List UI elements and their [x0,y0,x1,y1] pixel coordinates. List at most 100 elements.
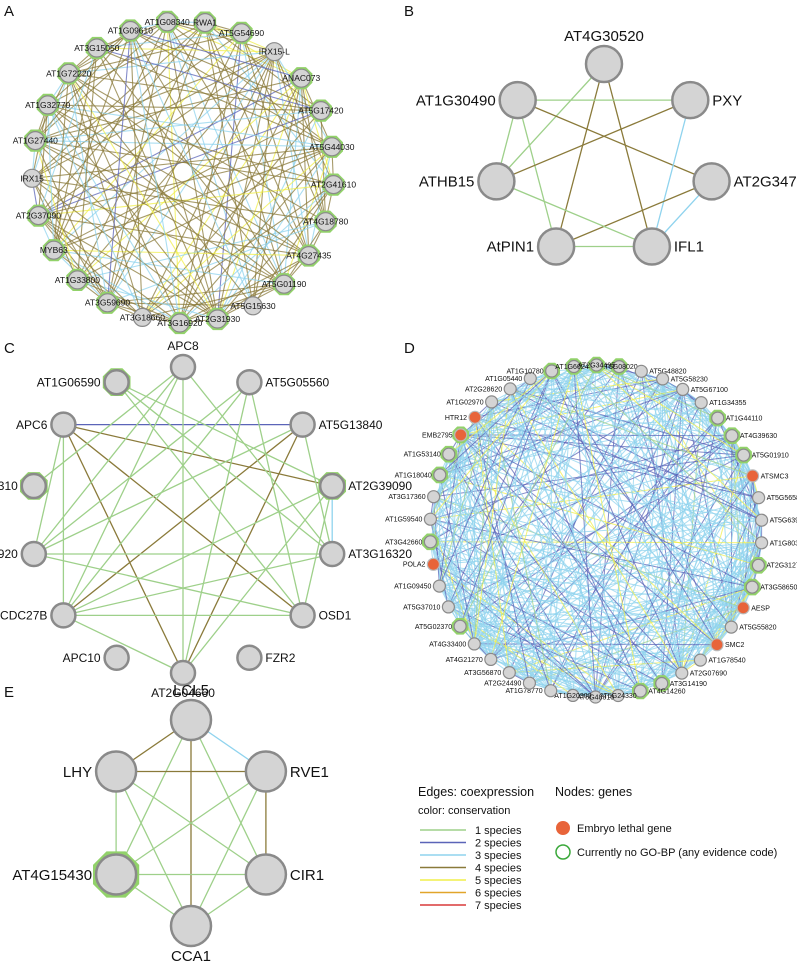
gene-node[interactable]: SMC2 [710,638,745,652]
gene-node[interactable]: AT1G60240 [555,358,593,375]
gene-node[interactable]: AT5G63960 [754,513,797,527]
gene-node[interactable]: AT2G39090 [318,472,412,500]
gene-node[interactable]: AT2G24490 [484,676,537,690]
gene-node[interactable]: AT1G30490 [416,80,537,120]
legend-species-row: 5 species [420,875,522,887]
gene-node[interactable]: ATSMC3 [745,469,789,483]
gene-node[interactable]: AT1G53140 [404,445,458,463]
gene-node[interactable]: APC10 [63,644,130,672]
gene-node[interactable]: AT1G34355 [694,396,747,410]
gene-node[interactable]: FZR2 [236,644,296,672]
gene-node[interactable]: AT4G11920 [0,540,48,568]
gene-node[interactable]: AT2G37090 [16,204,61,227]
gene-node[interactable]: AT3G18660 [120,307,165,327]
gene-node[interactable]: CDC27B [0,602,77,629]
gene-node[interactable]: AT5G02370 [415,618,469,635]
gene-node[interactable]: AT4G15430 [12,851,140,898]
gene-node[interactable]: AT3G15050 [74,36,120,60]
gene-node[interactable]: AT5G48310 [577,690,614,704]
gene-node[interactable]: RVE1 [244,750,329,793]
edge [573,366,619,696]
gene-node[interactable]: AT2G28620 [465,382,517,396]
gene-node[interactable]: EMB2795 [422,426,469,444]
gene-node[interactable]: AT3G16920 [157,311,203,335]
gene-node[interactable]: AT4G33400 [429,637,481,651]
gene-node[interactable]: AT5G24330 [599,688,637,703]
gene-node[interactable]: AT5G37010 [403,600,455,614]
gene-node[interactable]: AT3G59690 [85,291,130,314]
gene-node[interactable]: AT1G78770 [505,684,558,698]
gene-node[interactable]: AT1G06590 [37,368,131,396]
gene-node[interactable]: AT2G04660 [151,659,215,700]
gene-node[interactable]: AT2G31930 [195,307,240,331]
gene-node[interactable]: AT5G56580 [751,491,797,505]
gene-node[interactable]: CCA1 [169,904,213,961]
gene-node[interactable]: AT4G39630 [723,427,778,444]
gene-node[interactable]: AT3G56870 [464,665,516,680]
gene-node[interactable]: AT1G44110 [709,409,763,427]
gene-node[interactable]: AESP [736,601,770,615]
gene-node[interactable]: AT5G01910 [735,446,789,464]
gene-node[interactable]: AT4G21270 [446,652,498,667]
gene-node[interactable]: AT2G31270 [750,557,797,574]
gene-node[interactable]: HTR12 [445,410,482,424]
gene-node[interactable]: AT5G58230 [655,372,708,386]
gene-node[interactable]: AT3G42660 [385,533,439,551]
gene-node[interactable]: CIR1 [244,853,324,896]
gene-node[interactable]: AT1G78540 [693,653,746,667]
gene-node[interactable]: POLA2 [403,557,440,571]
gene-node[interactable]: AT1G27440 [13,129,58,152]
gene-node[interactable]: AT5G54690 [219,21,264,44]
gene-node[interactable]: AT3G16320 [318,540,412,568]
gene-node[interactable]: AT5G05560 [236,368,330,396]
gene-node[interactable]: AT1G33800 [55,268,100,291]
gene-node[interactable]: AT2G34495 [578,356,615,374]
gene-node[interactable]: AT5G01190 [262,273,307,296]
gene-node[interactable]: AT4G27435 [286,244,332,267]
gene-node[interactable]: AT3G14190 [653,675,707,692]
gene-node[interactable]: AT5G44030 [309,135,355,158]
gene-node[interactable]: IFL1 [632,227,704,266]
gene-node[interactable]: AT5G17420 [298,99,344,122]
gene-node[interactable]: AT3G58650 [743,578,797,596]
gene-node[interactable]: ATHB15 [419,162,516,201]
gene-node[interactable]: AT3G17360 [388,490,441,504]
gene-node[interactable]: AT1G02970 [446,395,499,409]
gene-node[interactable]: AT1G59540 [385,512,437,526]
gene-node[interactable]: AT5G48820 [634,364,687,378]
gene-node[interactable]: AT1G80370 [754,536,797,550]
gene-node[interactable]: APC6 [16,411,77,438]
gene-node[interactable]: ANAC073 [282,67,320,90]
gene-node[interactable]: AT4G18780 [303,210,348,233]
gene-node[interactable]: AT5G08020 [600,358,638,375]
gene-node[interactable]: AT5G67100 [676,382,728,396]
gene-node[interactable]: AT1G09610 [108,19,153,42]
gene-node[interactable]: AT1G32310 [0,472,48,500]
gene-node[interactable]: IRX15-L [259,42,290,62]
gene-node[interactable]: OSD1 [289,602,352,629]
gene-node[interactable]: PXY [671,80,742,120]
gene-node[interactable]: LHY [63,750,138,793]
gene-node[interactable]: AT2G41610 [311,173,356,196]
gene-node[interactable]: AtPIN1 [487,227,576,266]
gene-node[interactable]: AT1G72220 [46,62,92,85]
gene-node[interactable]: AT1G10780 [506,362,560,380]
gene-node[interactable]: LCL5 [169,682,213,742]
gene-node[interactable]: AT2G34710 [692,162,797,201]
gene-node[interactable]: AT1G09450 [394,579,446,593]
gene-node[interactable]: MYB63 [40,239,68,262]
gene-node[interactable]: AT1G20900 [554,688,592,703]
gene-node[interactable]: AT2G07690 [675,666,727,680]
gene-node[interactable]: AT1G18040 [395,466,449,484]
gene-node[interactable]: AT4G14260 [632,682,686,700]
gene-node[interactable]: IRX15 [20,168,44,188]
gene-node[interactable]: RWA1 [193,11,217,34]
gene-node[interactable]: AT4G30520 [564,28,644,84]
gene-node[interactable]: AT5G13840 [289,411,383,438]
gene-node[interactable]: AT1G32770 [25,93,71,116]
gene-node[interactable]: AT1G05440 [485,371,537,386]
gene-node[interactable]: AT5G55820 [724,620,777,634]
gene-node[interactable]: AT1G08340 [145,10,190,33]
gene-node[interactable]: APC8 [167,339,199,381]
gene-node[interactable]: AT5G15630 [230,296,276,316]
